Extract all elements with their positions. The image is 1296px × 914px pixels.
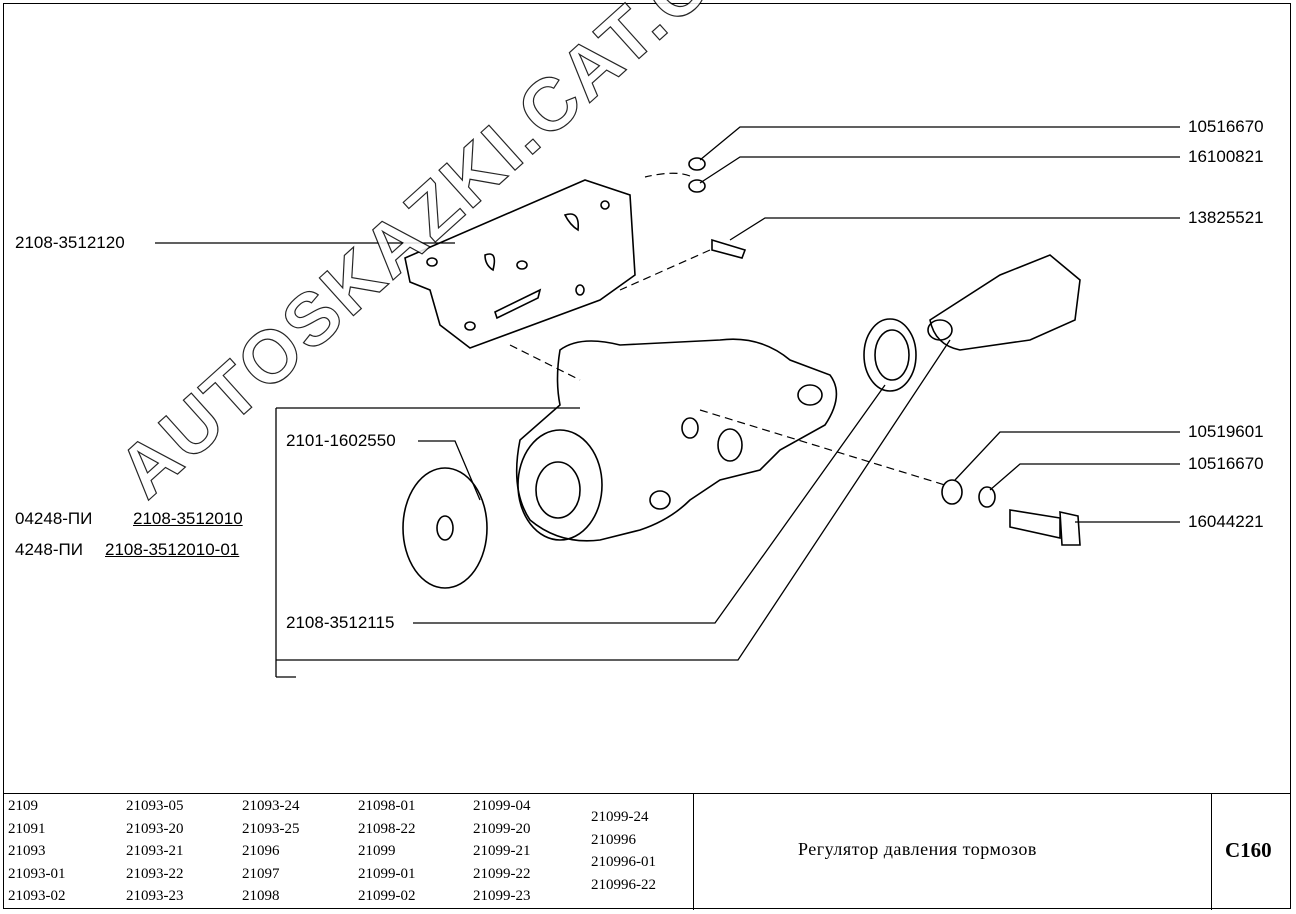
- boot: [402, 467, 488, 589]
- callout-washer-1: 16100821: [1188, 147, 1264, 166]
- model: 21099-23: [473, 888, 531, 904]
- small-bolt: [711, 238, 747, 259]
- model: 21099-01: [358, 865, 416, 882]
- assembly-code-1: 04248-ПИ: [15, 509, 93, 528]
- model: 21099-20: [473, 820, 531, 837]
- model: 21093-23: [126, 888, 184, 904]
- model: 21093-20: [126, 820, 184, 837]
- assembly-part-1: 2108-3512010: [133, 509, 243, 528]
- models-col-3: 21093-24 21093-25 21096 21097 21098: [242, 795, 300, 908]
- model: 21093: [8, 843, 46, 859]
- models-col-5: 21099-04 21099-20 21099-21 21099-22 21099-23: [473, 795, 531, 908]
- gasket: [863, 318, 917, 392]
- callout-bolt-2: 16044221: [1188, 512, 1264, 531]
- plug: [929, 254, 1081, 351]
- callout-washer-2: 10519601: [1188, 422, 1264, 441]
- model: 21093-22: [126, 865, 184, 882]
- callout-bracket: 2108-3512120: [15, 233, 125, 252]
- model: 21093-05: [126, 798, 184, 814]
- model: 21096: [242, 843, 280, 859]
- model: 210996-01: [591, 854, 656, 870]
- models-col-2: 21093-05 21093-20 21093-21 21093-22 21093-23: [126, 795, 184, 908]
- model: 21093-24: [242, 798, 300, 814]
- assembly-part-2: 2108-3512010-01: [105, 540, 240, 559]
- models-col-4: 21098-01 21098-22 21099 21099-01 21099-02: [358, 795, 416, 908]
- model: 21098-01: [358, 798, 416, 814]
- model: 21093-01: [8, 865, 66, 882]
- model: 21093-21: [126, 843, 184, 859]
- model: 21099-02: [358, 888, 416, 904]
- model: 21099-21: [473, 843, 531, 859]
- model: 21099-04: [473, 798, 531, 814]
- table-divider: [693, 794, 694, 910]
- models-col-1: 2109 21091 21093 21093-01 21093-02: [8, 795, 66, 908]
- model: 21099-22: [473, 865, 531, 882]
- model: 21097: [242, 865, 280, 882]
- model: 21093-25: [242, 820, 300, 837]
- page-code: C160: [1225, 838, 1272, 862]
- model: 210996: [591, 831, 636, 848]
- model: 2109: [8, 798, 38, 814]
- table-divider: [1211, 794, 1212, 910]
- model: 21093-02: [8, 888, 66, 904]
- regulator-body: [515, 338, 838, 542]
- model: 21091: [8, 820, 46, 837]
- assembly-code-2: 4248-ПИ: [15, 540, 83, 559]
- callout-boot: 2101-1602550: [286, 431, 396, 450]
- callout-bolt-1: 13825521: [1188, 208, 1264, 227]
- model: 210996-22: [591, 876, 656, 893]
- model: 21099-24: [591, 809, 649, 825]
- callout-gasket: 2108-3512115: [286, 613, 395, 632]
- model: 21099: [358, 843, 396, 859]
- callout-washer-3: 10516670: [1188, 454, 1264, 473]
- model: 21098: [242, 888, 280, 904]
- drawing-frame: [3, 3, 1291, 909]
- models-col-6: 21099-24 210996 210996-01 210996-22: [591, 806, 656, 896]
- page-title: Регулятор давления тормозов: [798, 839, 1037, 859]
- callout-nut-1: 10516670: [1188, 117, 1264, 136]
- bracket-plate: [404, 179, 636, 349]
- model: 21098-22: [358, 820, 416, 837]
- bolt: [1009, 509, 1061, 539]
